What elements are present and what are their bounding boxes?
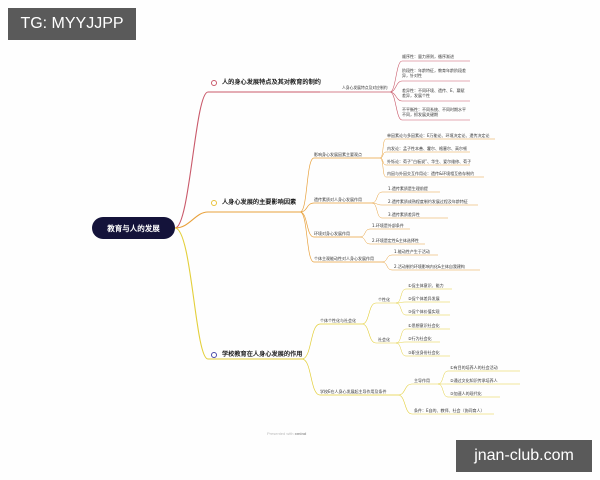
root-label: 教育与人的发展 — [107, 223, 160, 233]
leaf-item[interactable]: 2.环境是定性&主体选择性 — [372, 238, 419, 243]
sub-node-conditions[interactable]: 条件：E自的、教师、社会（协同育人） — [414, 408, 485, 413]
leaf-item[interactable]: ③加速人的现代化 — [450, 391, 482, 396]
leaf-item[interactable]: ②行为社会化 — [408, 336, 432, 341]
branch-marker-icon — [211, 200, 217, 206]
branch-3-sub-1[interactable]: 个体个性化与社会化 — [320, 318, 356, 323]
branch-2-sub-3[interactable]: 环境对身心发展作用 — [314, 231, 350, 236]
branch-2-label[interactable]: 人身心发展的主要影响因素 — [222, 199, 297, 206]
branch-marker-icon — [211, 352, 217, 358]
branch-marker-icon — [211, 80, 217, 86]
leaf-item[interactable]: 内因与外因交互作用论：遗传&环境相互依存制约 — [387, 171, 475, 176]
leaf-item[interactable]: 3.遗传素质差异性 — [388, 212, 420, 217]
branch-3-sub-2[interactable]: 学校E在人身心发展起主导作用及条件 — [320, 389, 387, 394]
leaf-item[interactable]: 差异性：不同环境、遗传、E、禀赋差异，发展个性 — [402, 88, 465, 98]
sub-node-leading-role[interactable]: 主导作用 — [414, 378, 430, 383]
leaf-item[interactable]: 1.能动性产生于活动 — [394, 249, 430, 254]
watermark-bottom-right: jnan-club.com — [456, 440, 592, 472]
leaf-item[interactable]: ②通过文化知识传承培养人 — [450, 378, 498, 383]
branch-2-sub-2[interactable]: 遗传素质对人身心发展作用 — [314, 197, 362, 202]
leaf-item[interactable]: ①促主体意识、能力 — [408, 283, 444, 288]
leaf-item[interactable]: ①思想意识社会化 — [408, 323, 440, 328]
branch-2-sub-1[interactable]: 影响身心发展因素主要观点 — [314, 152, 362, 157]
watermark-text: TG: MYYJJPP — [20, 15, 124, 32]
footer-text: Presented with — [267, 431, 294, 436]
leaf-item[interactable]: 阶段性：年龄特征，教育年龄阶段差异，针对性 — [402, 68, 466, 78]
leaf-item[interactable]: 单因素论与多因素论：E万能论、环境决定论、遗传决定论 — [387, 133, 490, 138]
sub-node-personalization[interactable]: 个性化 — [378, 297, 390, 302]
watermark-text: jnan-club.com — [474, 447, 574, 464]
leaf-item[interactable]: 内发论：孟子性本善、霍尔、格塞尔、高尔顿 — [387, 146, 467, 151]
leaf-item[interactable]: 2.活动制约环境影响内化&主体自我建构 — [394, 264, 465, 269]
leaf-item[interactable]: ③职业身份社会化 — [408, 350, 440, 355]
leaf-item[interactable]: 1.遗传素质是生理前提 — [388, 186, 428, 191]
presented-with-footer: Presented with xmind — [267, 431, 306, 436]
branch-1-label[interactable]: 人的身心发展特点及其对教育的制约 — [222, 79, 321, 86]
leaf-item[interactable]: ①有目的培养人的社会活动 — [450, 365, 498, 370]
leaf-item[interactable]: 1.环境是外部条件 — [372, 223, 404, 228]
leaf-item[interactable]: 外铄论：荀子“白板说”、华生、爱尔维修、荀子 — [387, 159, 472, 164]
leaf-item[interactable]: ③促个体价值实现 — [408, 309, 440, 314]
sub-node-socialization[interactable]: 社会化 — [378, 337, 390, 342]
root-node[interactable]: 教育与人的发展 — [92, 217, 175, 239]
branch-1-sub-1[interactable]: 人身心发展特点及对应制约 — [342, 85, 388, 90]
leaf-item[interactable]: ②促个体差异发展 — [408, 296, 440, 301]
footer-brand: xmind — [294, 431, 307, 436]
watermark-top-left: TG: MYYJJPP — [8, 8, 136, 40]
leaf-item[interactable]: 不平衡性：不同系统、不同时期水平不同，抓发展关键期 — [402, 107, 466, 117]
leaf-item[interactable]: 2.遗传素质成熟程度制约发展过程及年龄特征 — [388, 199, 468, 204]
branch-2-sub-4[interactable]: 个体主观能动性对人身心发展作用 — [314, 256, 374, 261]
leaf-item[interactable]: 顺序性：量力原则，循序渐进 — [402, 54, 454, 59]
branch-3-label[interactable]: 学校教育在人身心发展的作用 — [222, 351, 303, 358]
